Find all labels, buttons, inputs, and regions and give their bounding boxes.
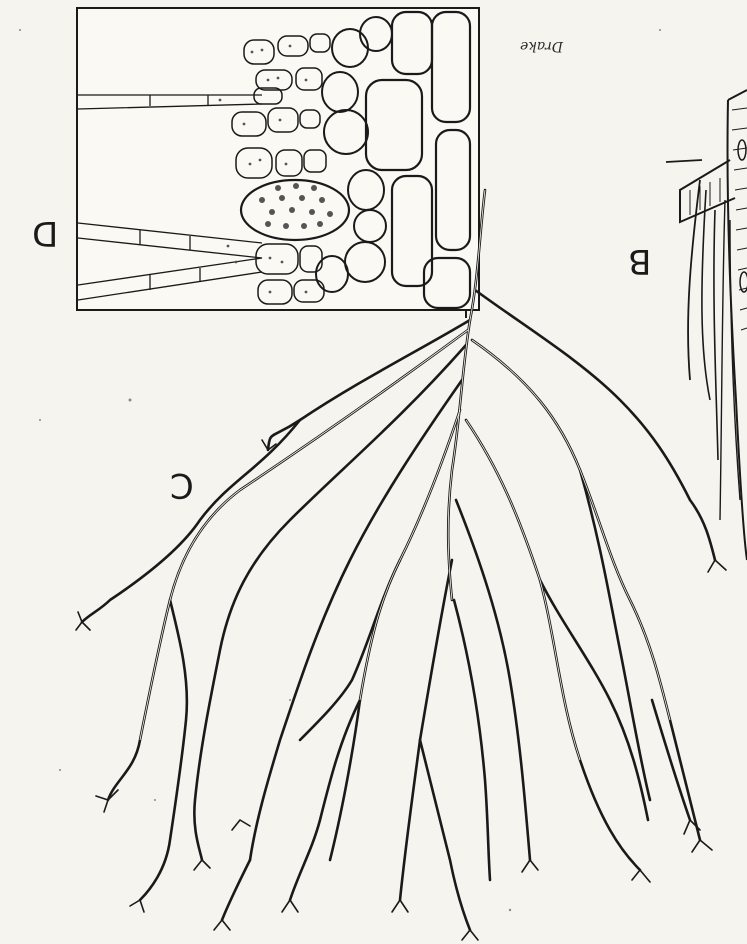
label-d: D: [32, 216, 58, 250]
root-b: [666, 90, 747, 560]
label-c: C: [170, 468, 194, 502]
inset-d-panel: [77, 8, 479, 310]
label-b: B: [628, 244, 651, 278]
handwritten-note: Drake: [520, 38, 563, 54]
